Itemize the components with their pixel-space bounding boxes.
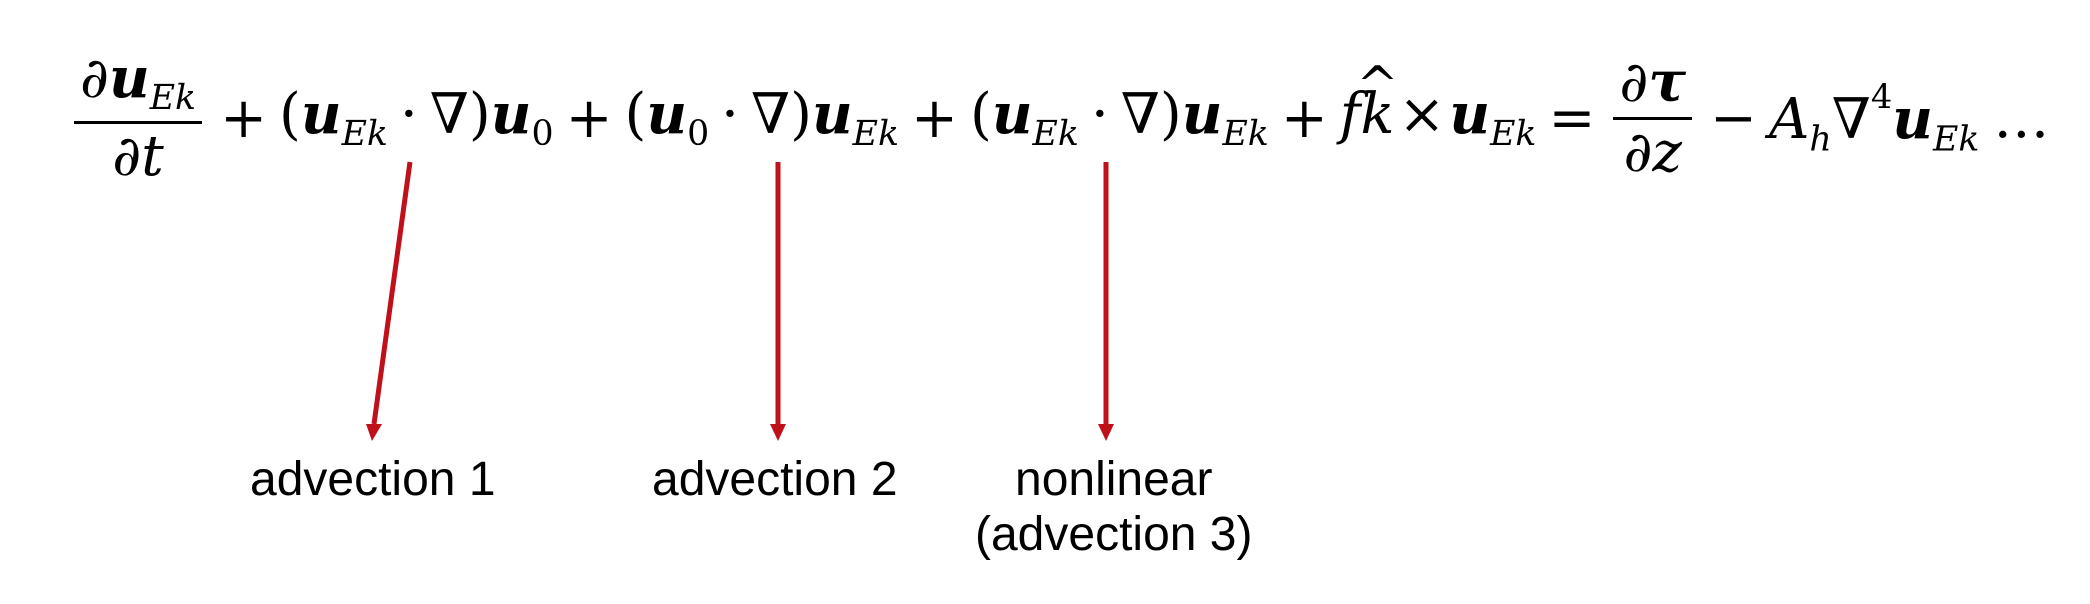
nonlinear-term: (uEk·∇)uEk: [969, 81, 1269, 155]
momentum-equation: ∂uEk ∂t + (uEk·∇)u0 + (u0·∇)uEk + (uEk·∇…: [68, 48, 2049, 188]
arrow-advection-2: [770, 162, 786, 441]
fraction-bar: [74, 120, 203, 124]
label-nonlinear-line2: (advection 3): [975, 508, 1253, 562]
arrow-nonlinear: [1098, 162, 1114, 441]
plus-operator: +: [220, 85, 267, 151]
time-t: t: [141, 123, 164, 189]
stress-tau: τ: [1648, 49, 1687, 116]
plus-operator: +: [1280, 85, 1328, 151]
velocity-u: u: [108, 45, 150, 112]
arrow-advection-1: [366, 161, 413, 441]
minus-operator: −: [1710, 85, 1757, 151]
stress-derivative-term: ∂τ ∂z: [1613, 53, 1693, 185]
plus-operator: +: [565, 85, 613, 151]
nabla-symbol: ∇: [429, 82, 469, 148]
coriolis-term: fk×uEk: [1340, 81, 1537, 154]
depth-z: z: [1652, 120, 1682, 185]
advection-1-term: (uEk·∇)u0: [279, 81, 554, 155]
fraction-bar: [1613, 117, 1693, 120]
partial-symbol: ∂: [112, 123, 142, 189]
advection-2-term: (u0·∇)uEk: [624, 81, 900, 155]
unit-vector-k: k: [1360, 82, 1394, 147]
partial-symbol: ∂: [80, 46, 109, 112]
subscript-ek: Ek: [149, 78, 197, 119]
cross-operator: ×: [1398, 82, 1446, 148]
coefficient-a: A: [1768, 87, 1810, 153]
label-nonlinear-line1: nonlinear: [1015, 453, 1213, 506]
label-nonlinear: nonlinear (advection 3): [975, 452, 1252, 562]
label-advection-1: advection 1: [250, 453, 496, 506]
label-advection-2: advection 2: [652, 453, 898, 506]
equals-sign: =: [1548, 85, 1596, 151]
diffusion-term: Ah∇4uEk: [1768, 76, 1980, 160]
time-derivative-term: ∂uEk ∂t: [74, 46, 203, 189]
plus-operator: +: [911, 85, 958, 151]
coriolis-f: f: [1339, 82, 1361, 148]
ellipsis: …: [1993, 85, 2050, 151]
dot-operator: ·: [399, 82, 418, 148]
